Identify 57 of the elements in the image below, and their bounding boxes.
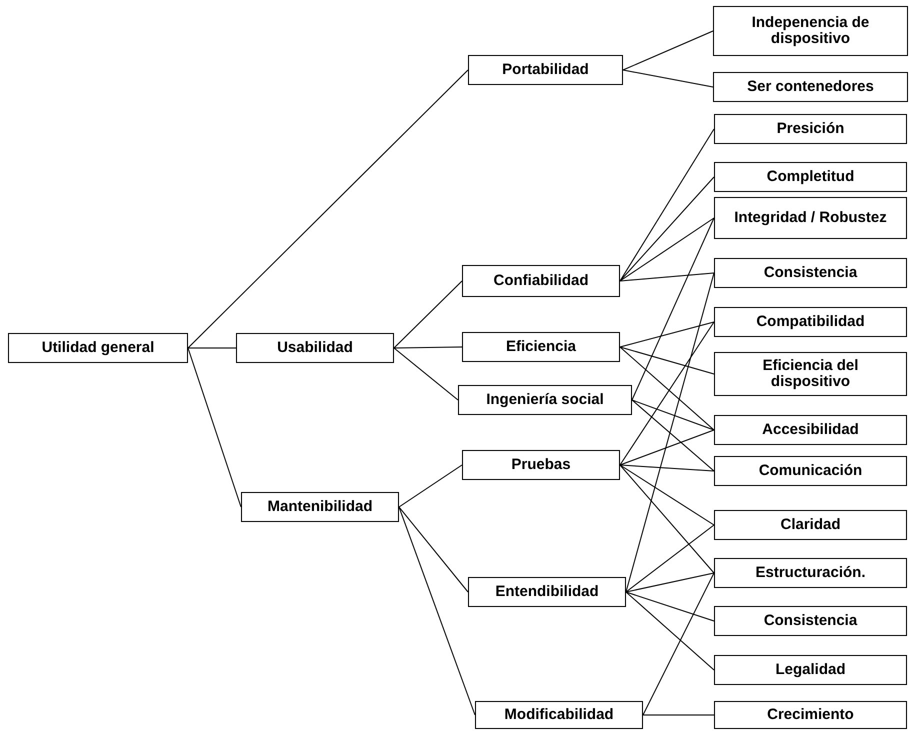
connector-line bbox=[620, 430, 714, 466]
concept-box: Pruebas bbox=[462, 450, 620, 480]
connector-line bbox=[626, 572, 714, 592]
concept-box: Comunicación bbox=[714, 456, 907, 486]
concept-box: Indepenencia de dispositivo bbox=[713, 6, 908, 56]
concept-box: Compatibilidad bbox=[714, 307, 907, 337]
concept-box: Crecimiento bbox=[714, 701, 907, 729]
connector-line bbox=[620, 346, 714, 430]
concept-box: Modificabilidad bbox=[475, 701, 643, 729]
connector-line bbox=[620, 128, 714, 282]
connector-line bbox=[188, 70, 468, 348]
connector-line bbox=[620, 218, 714, 282]
concept-box: Usabilidad bbox=[236, 333, 394, 363]
connector-line bbox=[626, 524, 714, 592]
connector-line bbox=[394, 346, 462, 348]
connector-line bbox=[642, 714, 714, 716]
connector-line bbox=[632, 218, 714, 400]
connector-line bbox=[398, 506, 476, 716]
concept-box: Eficiencia del dispositivo bbox=[714, 352, 907, 396]
connector-line bbox=[620, 176, 714, 282]
concept-box: Estructuración. bbox=[714, 558, 907, 588]
concept-box: Utilidad general bbox=[8, 333, 188, 363]
concept-box: Consistencia bbox=[714, 606, 907, 636]
concept-box: Ingeniería social bbox=[458, 385, 632, 415]
connector-line bbox=[632, 400, 714, 430]
connector-line bbox=[626, 592, 714, 670]
concept-box: Ser contenedores bbox=[713, 72, 908, 102]
concept-box: Legalidad bbox=[714, 655, 907, 685]
connector-line bbox=[188, 348, 242, 508]
concept-box: Integridad / Robustez bbox=[714, 197, 907, 239]
concept-box: Presición bbox=[714, 114, 907, 144]
concept-box: Mantenibilidad bbox=[241, 492, 399, 522]
connector-line bbox=[398, 506, 468, 592]
connector-line bbox=[620, 322, 714, 466]
connector-line bbox=[642, 572, 714, 716]
connector-line bbox=[632, 400, 714, 472]
connector-line bbox=[620, 322, 714, 348]
concept-box: Portabilidad bbox=[468, 55, 623, 85]
concept-box: Entendibilidad bbox=[468, 577, 626, 607]
concept-box: Claridad bbox=[714, 510, 907, 540]
connector-line bbox=[620, 464, 714, 526]
connector-line bbox=[398, 464, 462, 508]
connector-line bbox=[626, 592, 714, 622]
connector-line bbox=[394, 280, 462, 348]
concept-box: Accesibilidad bbox=[714, 415, 907, 445]
concept-box: Completitud bbox=[714, 162, 907, 192]
connector-line bbox=[620, 464, 714, 472]
connector-line bbox=[620, 272, 714, 282]
connector-line bbox=[622, 70, 714, 88]
concept-box: Eficiencia bbox=[462, 332, 620, 362]
connector-line bbox=[620, 346, 714, 374]
connector-line bbox=[394, 348, 458, 400]
concept-box: Confiabilidad bbox=[462, 265, 620, 297]
connector-line bbox=[620, 464, 714, 574]
connector-line bbox=[626, 272, 714, 592]
concept-box: Consistencia bbox=[714, 258, 907, 288]
connector-line bbox=[622, 30, 714, 70]
